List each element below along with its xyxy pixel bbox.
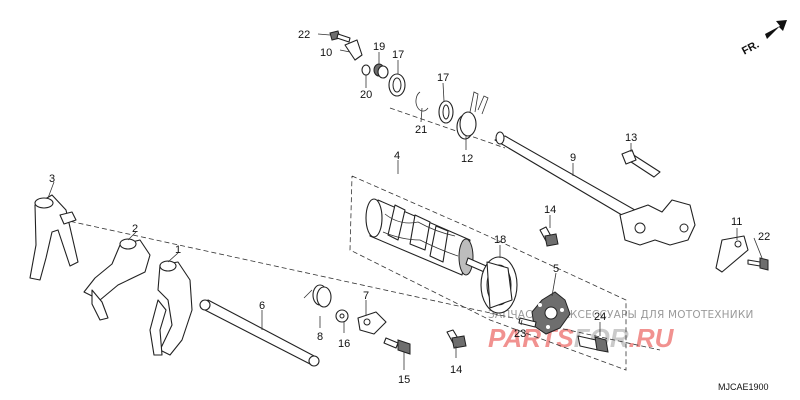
return-spring-12 xyxy=(456,91,489,140)
pin-13 xyxy=(621,149,661,178)
callout-11: 11 xyxy=(731,216,742,228)
fork-shaft-6 xyxy=(199,299,320,367)
callout-14-lower: 14 xyxy=(450,364,462,376)
watermark: ЗАПЧАСТИ И АКСЕССУАРЫ ДЛЯ МОТОТЕХНИКИ PA… xyxy=(488,309,754,353)
callout-18: 18 xyxy=(494,234,506,246)
callout-16: 16 xyxy=(338,338,350,350)
callout-20: 20 xyxy=(360,89,372,101)
callout-14-upper: 14 xyxy=(544,204,556,216)
bolt-24 xyxy=(577,335,609,353)
callout-9: 9 xyxy=(570,152,576,164)
bolt-14-lower xyxy=(446,329,467,349)
callout-13: 13 xyxy=(625,132,637,144)
bolt-14-upper xyxy=(539,226,559,247)
shift-fork-1 xyxy=(149,260,193,356)
callout-17-lower: 17 xyxy=(437,72,449,84)
leader-lines xyxy=(47,33,763,370)
shift-fork-2 xyxy=(83,238,151,321)
callout-1: 1 xyxy=(175,244,181,256)
callout-15: 15 xyxy=(398,374,410,386)
callout-3: 3 xyxy=(49,173,55,185)
shift-fork-3 xyxy=(29,194,79,281)
washer-16 xyxy=(335,309,349,323)
washer-20 xyxy=(361,64,371,76)
callout-24: 24 xyxy=(594,311,606,323)
callout-17-upper: 17 xyxy=(392,49,404,61)
return-spring-8 xyxy=(303,284,332,308)
callout-10: 10 xyxy=(320,47,332,59)
diagram-code: MJCAE1900 xyxy=(718,382,769,392)
callout-22-top: 22 xyxy=(298,29,310,41)
drum-stopper-arm-7 xyxy=(357,311,387,335)
dowel-pin-23 xyxy=(518,317,537,328)
callout-19: 19 xyxy=(373,41,385,53)
stopper-arm-10 xyxy=(344,39,363,61)
callout-23: 23 xyxy=(514,328,526,340)
bolt-22-right xyxy=(747,257,769,271)
bolt-15 xyxy=(383,337,411,355)
watermark-logo-parts: PARTS xyxy=(488,323,574,353)
washer-17-lower xyxy=(438,100,454,124)
callout-6: 6 xyxy=(259,300,265,312)
gearshift-spindle-9 xyxy=(494,131,696,246)
watermark-tagline: ЗАПЧАСТИ И АКСЕССУАРЫ ДЛЯ МОТОТЕХНИКИ xyxy=(488,309,754,321)
bearing-18 xyxy=(480,256,518,314)
arrow-icon xyxy=(765,20,787,39)
circlip-17-upper xyxy=(388,73,406,97)
direction-label: FR. xyxy=(740,39,761,58)
callout-2: 2 xyxy=(132,223,138,235)
callout-7: 7 xyxy=(363,290,369,302)
callout-22-right: 22 xyxy=(758,231,770,243)
shift-drum-4 xyxy=(365,198,501,279)
callout-21: 21 xyxy=(415,124,427,136)
plate-11 xyxy=(715,235,749,273)
callout-4: 4 xyxy=(394,150,400,162)
callout-12: 12 xyxy=(461,153,473,165)
callout-8: 8 xyxy=(317,331,323,343)
bolt-22-top xyxy=(329,30,351,43)
assembly-outline-4 xyxy=(349,175,627,371)
collar-19 xyxy=(373,63,389,79)
callout-labels: 3 2 1 4 5 6 7 8 9 10 11 12 13 14 14 15 1… xyxy=(49,29,770,386)
star-plate-5 xyxy=(531,291,571,335)
front-direction-indicator: FR. xyxy=(740,20,787,58)
callout-5: 5 xyxy=(553,263,559,275)
circlip-21 xyxy=(415,91,429,112)
